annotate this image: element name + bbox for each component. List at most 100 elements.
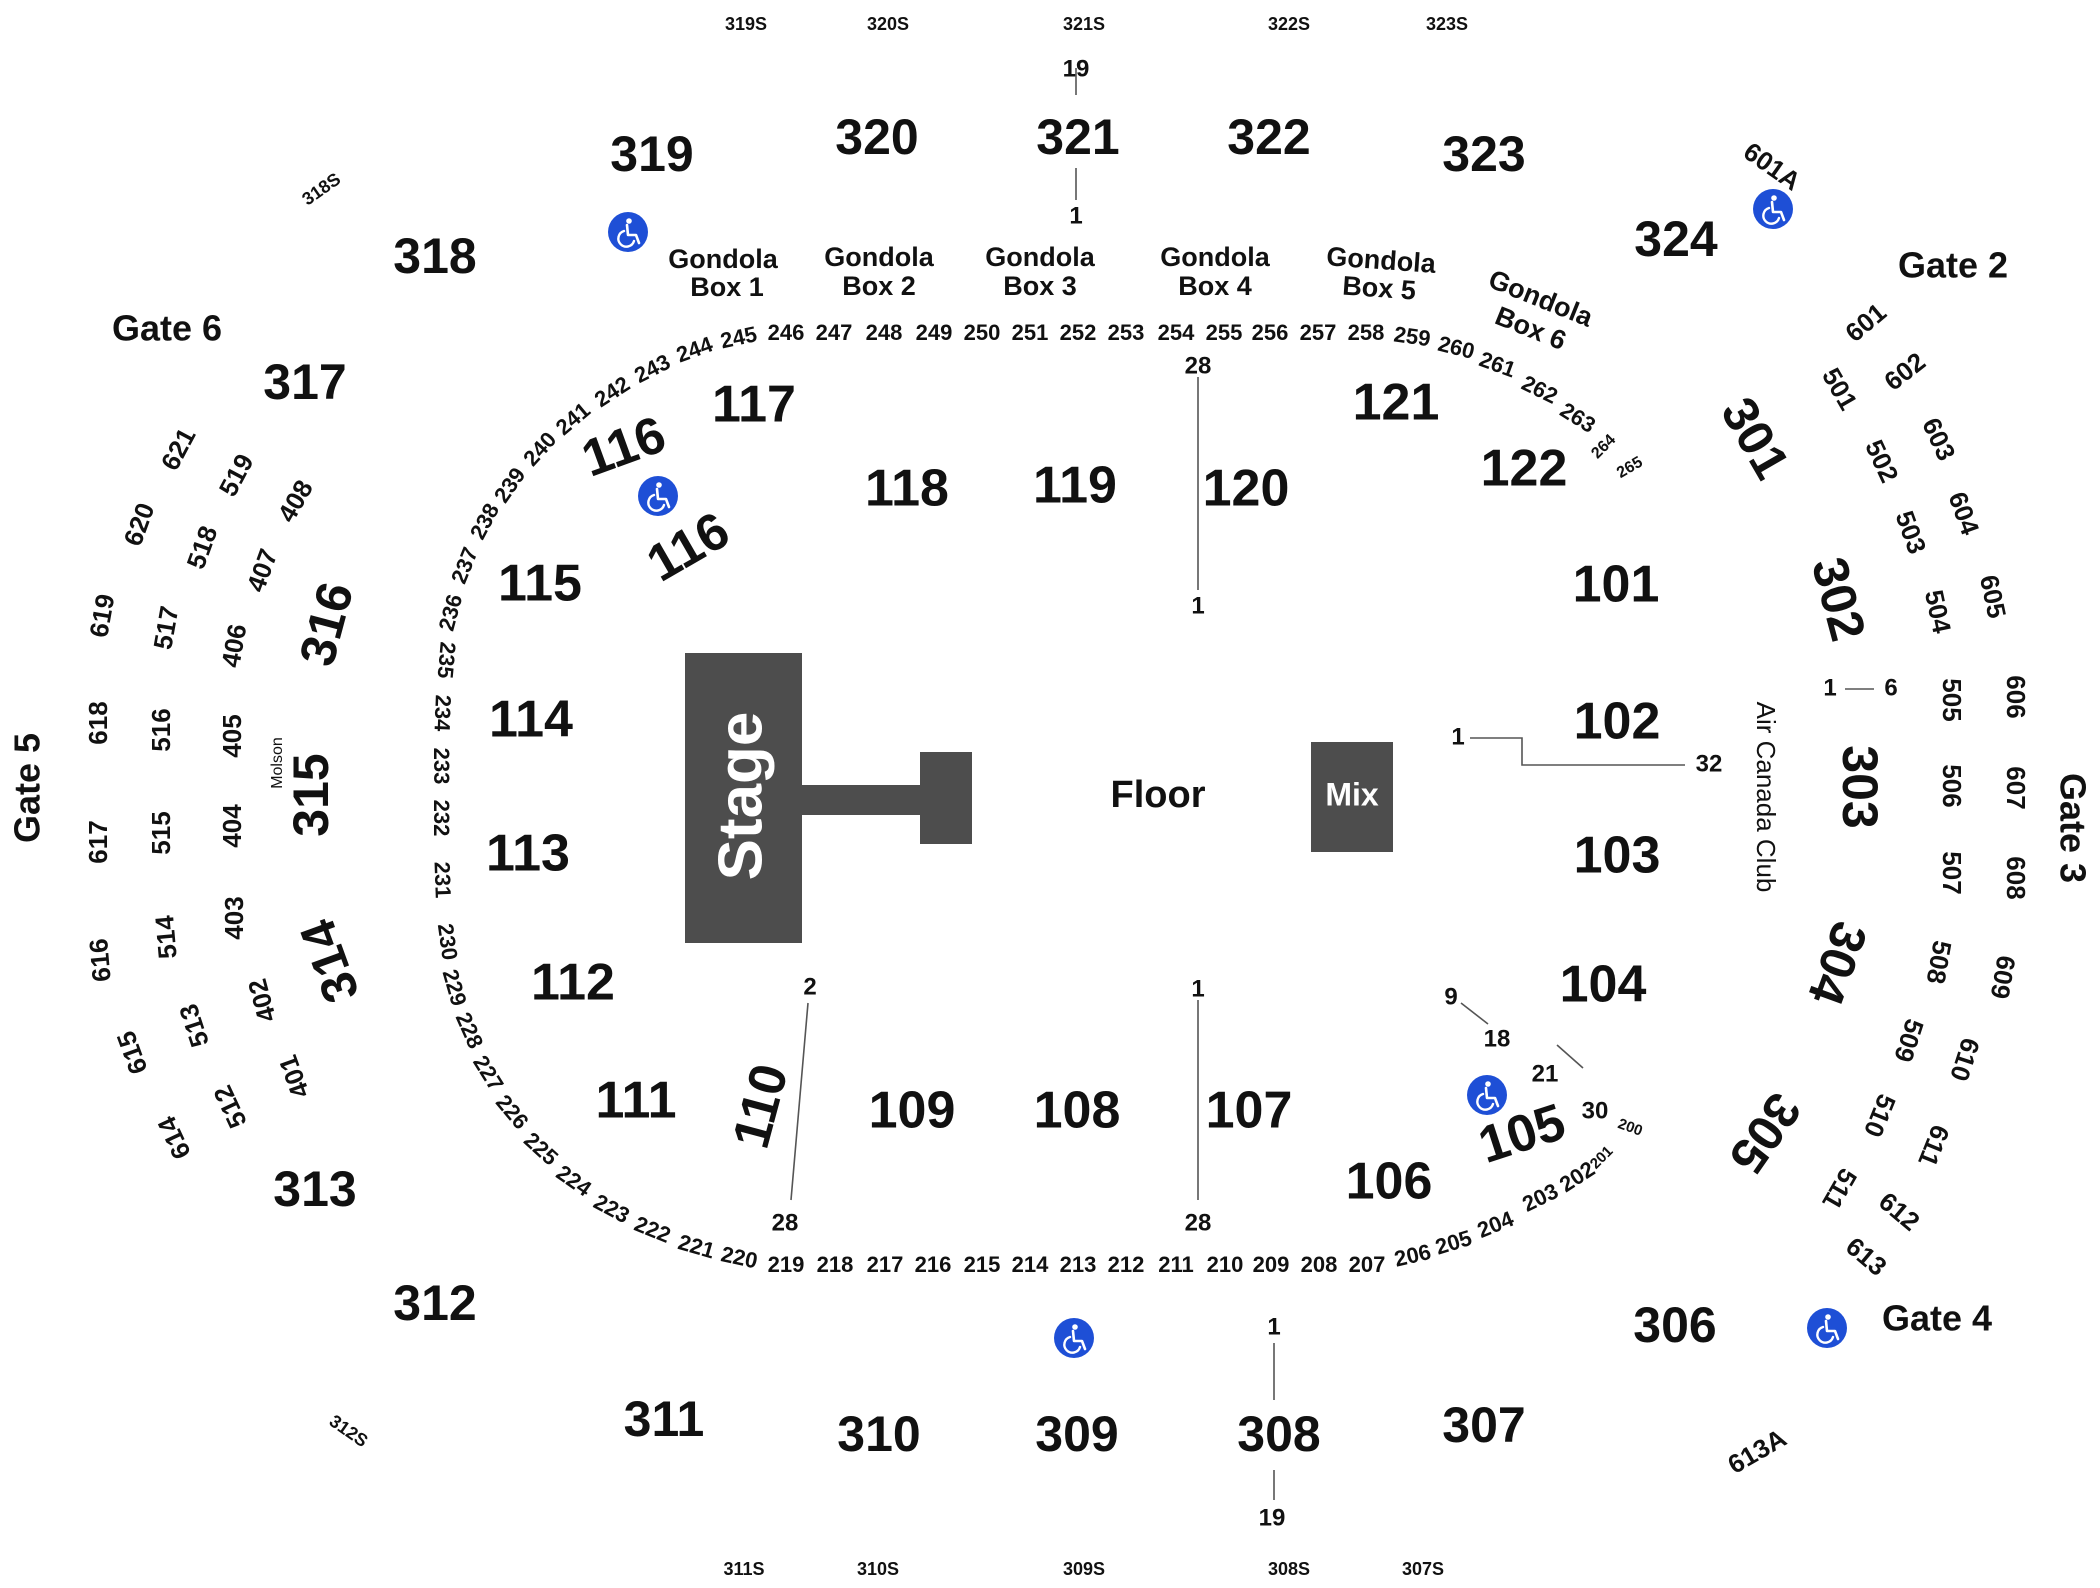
- section-228[interactable]: 228: [451, 1008, 489, 1052]
- section-256[interactable]: 256: [1252, 320, 1289, 345]
- section-259[interactable]: 259: [1392, 321, 1432, 351]
- section-261[interactable]: 261: [1476, 346, 1519, 382]
- section-510[interactable]: 510: [1858, 1090, 1902, 1141]
- section-512[interactable]: 512: [207, 1081, 253, 1133]
- section-223[interactable]: 223: [590, 1189, 634, 1228]
- section-403[interactable]: 403: [219, 896, 249, 939]
- section-114[interactable]: 114: [489, 691, 573, 749]
- section-406[interactable]: 406: [215, 622, 252, 670]
- section-613a[interactable]: 613A: [1723, 1423, 1792, 1480]
- section-226[interactable]: 226: [491, 1090, 534, 1134]
- section-607[interactable]: 607: [2001, 766, 2031, 809]
- section-244[interactable]: 244: [673, 331, 717, 367]
- section-240[interactable]: 240: [518, 427, 561, 471]
- section-620[interactable]: 620: [117, 499, 160, 550]
- section-311[interactable]: 311: [624, 1391, 705, 1447]
- section-616[interactable]: 616: [83, 937, 117, 983]
- suite-319s[interactable]: 319S: [725, 14, 767, 34]
- section-255[interactable]: 255: [1206, 320, 1243, 345]
- air-canada-club-label[interactable]: Air Canada Club: [1751, 702, 1781, 893]
- section-207[interactable]: 207: [1349, 1252, 1386, 1277]
- section-518[interactable]: 518: [180, 522, 223, 573]
- stage[interactable]: [685, 653, 802, 943]
- section-211[interactable]: 211: [1158, 1252, 1194, 1277]
- suite-321s[interactable]: 321S: [1063, 14, 1105, 34]
- section-208[interactable]: 208: [1301, 1252, 1338, 1277]
- section-501[interactable]: 501: [1816, 363, 1864, 416]
- stage-area[interactable]: Stage: [685, 653, 972, 943]
- section-321[interactable]: 321: [1036, 109, 1119, 165]
- suite-318s[interactable]: 318S: [298, 169, 344, 210]
- section-110[interactable]: 110: [722, 1058, 800, 1154]
- section-203[interactable]: 203: [1518, 1178, 1562, 1217]
- section-509[interactable]: 509: [1888, 1015, 1930, 1066]
- section-604[interactable]: 604: [1942, 488, 1985, 540]
- section-112[interactable]: 112: [531, 954, 615, 1012]
- gondola-box-6[interactable]: Gondola Box 6: [1484, 264, 1598, 356]
- section-304[interactable]: 304: [1797, 915, 1878, 1013]
- floor-label[interactable]: Floor: [1111, 774, 1206, 816]
- section-118[interactable]: 118: [865, 460, 949, 518]
- section-312[interactable]: 312: [393, 1275, 476, 1331]
- section-109[interactable]: 109: [869, 1082, 956, 1140]
- section-617[interactable]: 617: [83, 820, 113, 863]
- wheelchair-icon[interactable]: [1054, 1318, 1094, 1358]
- section-319[interactable]: 319: [610, 126, 693, 182]
- section-615[interactable]: 615: [110, 1027, 153, 1078]
- section-229[interactable]: 229: [438, 966, 472, 1008]
- section-513[interactable]: 513: [173, 1000, 215, 1051]
- section-309[interactable]: 309: [1035, 1406, 1118, 1462]
- section-621[interactable]: 621: [155, 423, 202, 475]
- section-606[interactable]: 606: [2001, 675, 2031, 718]
- section-117[interactable]: 117: [712, 376, 796, 434]
- section-227[interactable]: 227: [468, 1051, 509, 1095]
- section-234[interactable]: 234: [430, 694, 456, 732]
- section-505[interactable]: 505: [1937, 678, 1967, 721]
- section-517[interactable]: 517: [147, 604, 184, 652]
- section-250[interactable]: 250: [964, 320, 1001, 345]
- section-230[interactable]: 230: [433, 922, 463, 962]
- section-242[interactable]: 242: [590, 371, 634, 412]
- section-323[interactable]: 323: [1442, 126, 1525, 182]
- section-231[interactable]: 231: [430, 861, 456, 899]
- suite-311s[interactable]: 311S: [723, 1559, 764, 1579]
- section-306[interactable]: 306: [1633, 1297, 1716, 1353]
- section-113[interactable]: 113: [486, 825, 570, 883]
- section-610[interactable]: 610: [1944, 1034, 1986, 1085]
- section-212[interactable]: 212: [1108, 1252, 1145, 1277]
- section-324[interactable]: 324: [1634, 211, 1718, 267]
- section-221[interactable]: 221: [675, 1229, 717, 1263]
- wheelchair-icon[interactable]: [1753, 189, 1793, 229]
- section-213[interactable]: 213: [1060, 1252, 1097, 1277]
- section-603[interactable]: 603: [1916, 413, 1962, 465]
- section-601[interactable]: 601: [1839, 297, 1892, 348]
- section-318[interactable]: 318: [393, 228, 476, 284]
- section-214[interactable]: 214: [1012, 1252, 1049, 1277]
- gondola-box-4[interactable]: Gondola Box 4: [1160, 242, 1270, 301]
- section-514[interactable]: 514: [149, 914, 183, 960]
- section-257[interactable]: 257: [1300, 320, 1337, 345]
- suite-310s[interactable]: 310S: [857, 1559, 899, 1579]
- section-245[interactable]: 245: [718, 321, 759, 353]
- section-200[interactable]: 200: [1616, 1115, 1645, 1140]
- section-235[interactable]: 235: [433, 641, 461, 680]
- section-218[interactable]: 218: [817, 1252, 854, 1277]
- section-301[interactable]: 301: [1710, 388, 1800, 488]
- section-262[interactable]: 262: [1518, 370, 1562, 409]
- section-101[interactable]: 101: [1573, 556, 1660, 614]
- section-609[interactable]: 609: [1985, 953, 2022, 1001]
- section-506[interactable]: 506: [1937, 764, 1967, 807]
- section-104[interactable]: 104: [1560, 956, 1647, 1014]
- section-314[interactable]: 314: [289, 912, 370, 1010]
- section-508[interactable]: 508: [1921, 938, 1958, 986]
- section-253[interactable]: 253: [1108, 320, 1145, 345]
- section-407[interactable]: 407: [240, 545, 283, 596]
- section-605[interactable]: 605: [1974, 572, 2012, 621]
- wheelchair-icon[interactable]: [608, 212, 648, 252]
- section-614[interactable]: 614: [151, 1111, 197, 1163]
- section-310[interactable]: 310: [837, 1406, 920, 1462]
- wheelchair-icon[interactable]: [638, 476, 678, 516]
- section-252[interactable]: 252: [1060, 320, 1097, 345]
- section-222[interactable]: 222: [631, 1211, 674, 1248]
- section-217[interactable]: 217: [867, 1252, 904, 1277]
